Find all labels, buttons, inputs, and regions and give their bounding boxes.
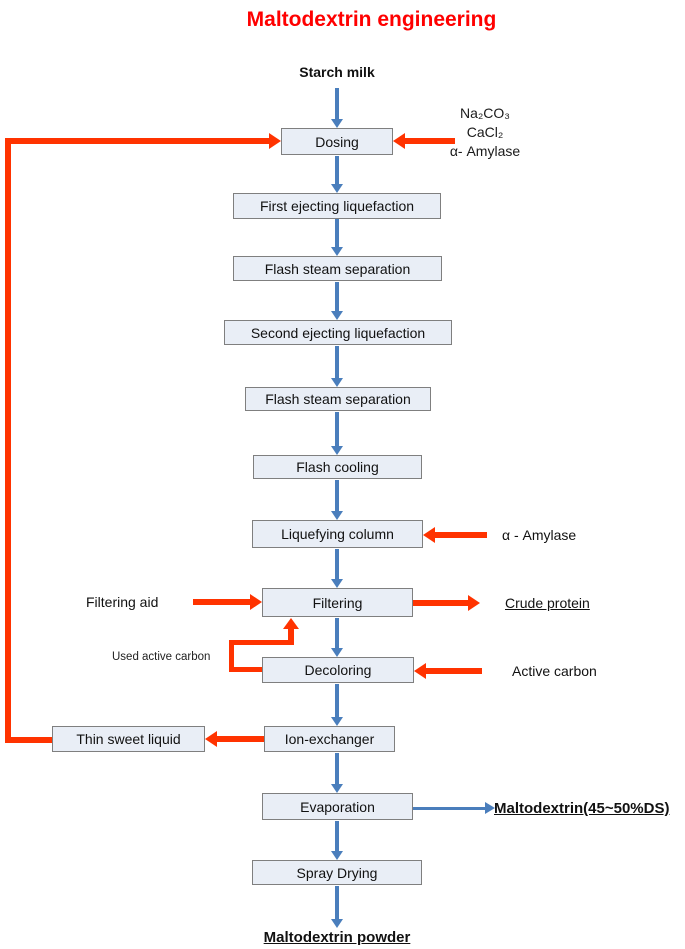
process-box-first-ejecting: First ejecting liquefaction xyxy=(233,193,441,219)
filtering-output-label: Crude protein xyxy=(505,595,590,611)
start-label-starch-milk: Starch milk xyxy=(299,64,375,80)
process-box-ion-exchanger: Ion-exchanger xyxy=(264,726,395,752)
recycle-loop-left-segment xyxy=(5,138,11,743)
filtering-input-arrow xyxy=(193,594,262,610)
dosing-chemicals-label: Na₂CO₃ CaCl₂ α- Amylase xyxy=(421,104,549,161)
liquefying-input-arrow xyxy=(423,527,487,543)
process-box-spray-drying: Spray Drying xyxy=(252,860,422,885)
process-box-evaporation: Evaporation xyxy=(262,793,413,820)
process-box-flash-steam-1: Flash steam separation xyxy=(233,256,442,281)
flow-arrow-down-13 xyxy=(331,886,343,928)
filtering-output-arrow xyxy=(413,595,480,611)
final-product-label: Maltodextrin powder xyxy=(263,929,411,946)
decoloring-input-arrow xyxy=(414,663,482,679)
recycle-loop-bottom-segment xyxy=(5,737,52,743)
flow-arrow-down-3 xyxy=(331,219,343,256)
recycle-carbon-segment-3 xyxy=(229,667,262,672)
ion-exchanger-output-arrow xyxy=(205,731,264,747)
decoloring-input-label: Active carbon xyxy=(512,663,597,679)
recycle-carbon-label: Used active carbon xyxy=(112,651,211,663)
process-box-filtering: Filtering xyxy=(262,588,413,617)
process-box-decoloring: Decoloring xyxy=(262,657,414,683)
flow-arrow-down-5 xyxy=(331,346,343,387)
page-title: Maltodextrin engineering xyxy=(246,8,497,31)
chemical-alpha-amylase: α- Amylase xyxy=(449,143,521,159)
recycle-loop-arrowhead xyxy=(269,133,281,149)
flow-arrow-down-2 xyxy=(331,156,343,193)
chemical-na2co3: Na₂CO₃ xyxy=(459,105,511,121)
process-box-second-ejecting: Second ejecting liquefaction xyxy=(224,320,452,345)
flow-arrow-down-11 xyxy=(331,753,343,793)
process-box-flash-steam-2: Flash steam separation xyxy=(245,387,431,411)
flow-arrow-down-9 xyxy=(331,618,343,657)
process-box-dosing: Dosing xyxy=(281,128,393,155)
liquefying-input-label: α - Amylase xyxy=(502,527,577,543)
recycle-carbon-segment-1 xyxy=(229,640,289,645)
flow-arrow-down-12 xyxy=(331,821,343,860)
flow-arrow-down-4 xyxy=(331,282,343,320)
recycle-loop-top-segment xyxy=(5,138,269,144)
process-box-flash-cooling: Flash cooling xyxy=(253,455,422,479)
evaporation-output-label: Maltodextrin(45~50%DS) xyxy=(494,800,670,817)
process-box-thin-sweet-liquid: Thin sweet liquid xyxy=(52,726,205,752)
flow-arrow-down-1 xyxy=(331,88,343,128)
evaporation-output-arrow xyxy=(413,801,495,815)
flow-arrow-down-8 xyxy=(331,549,343,588)
chemical-cacl2: CaCl₂ xyxy=(466,124,504,140)
filtering-input-label: Filtering aid xyxy=(86,594,159,610)
flow-arrow-down-7 xyxy=(331,480,343,520)
flow-arrow-down-10 xyxy=(331,684,343,726)
recycle-carbon-up-arrow xyxy=(283,618,299,645)
dosing-input-arrow xyxy=(393,133,455,149)
process-box-liquefying-column: Liquefying column xyxy=(252,520,423,548)
flow-arrow-down-6 xyxy=(331,412,343,455)
recycle-carbon-segment-2 xyxy=(229,640,234,672)
